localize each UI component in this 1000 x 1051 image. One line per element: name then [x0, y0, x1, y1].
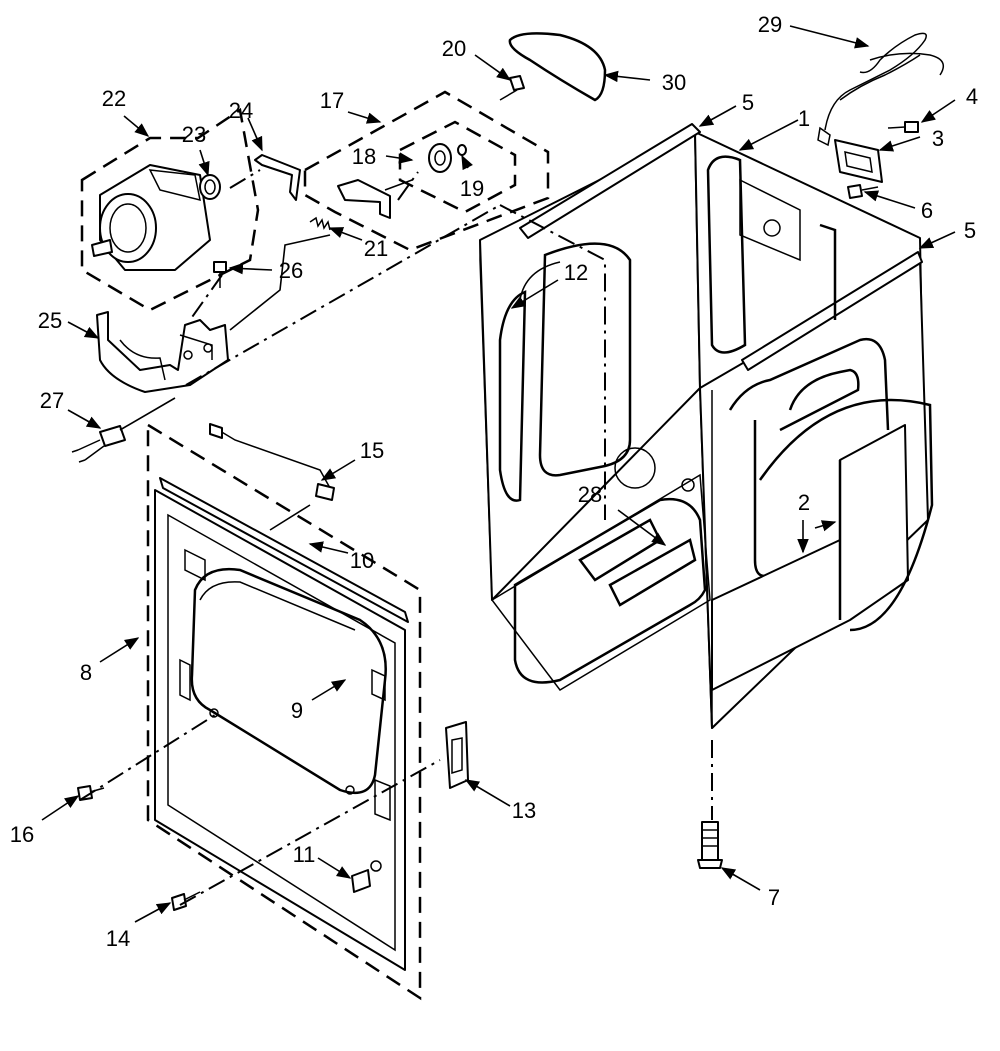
idler-bracket-part [337, 179, 413, 219]
callout-2: 2 [798, 490, 810, 515]
callout-7: 7 [768, 885, 780, 910]
switch-27-part [71, 425, 126, 463]
callout-27: 27 [40, 388, 64, 413]
leveling-leg-part [697, 821, 723, 869]
callout-12: 12 [564, 260, 588, 285]
front-panel-outline [146, 422, 422, 1001]
callout-19: 19 [460, 176, 484, 201]
callout-28: 28 [578, 482, 602, 507]
callout-29: 29 [758, 12, 782, 37]
drive-belt-part [508, 32, 607, 102]
callout-9: 9 [291, 698, 303, 723]
callout-1: 1 [798, 106, 810, 131]
leader-arrows [41, 25, 956, 923]
idler-assembly-outline [303, 90, 550, 252]
callout-3: 3 [932, 126, 944, 151]
callout-11: 11 [293, 842, 316, 867]
idler-pulley-part [428, 143, 452, 173]
callout-6: 6 [921, 198, 933, 223]
callout-4: 4 [966, 84, 978, 109]
callout-5b: 5 [964, 218, 976, 243]
cabinet-part [479, 123, 934, 729]
screw-26-part [213, 261, 227, 288]
callout-23: 23 [182, 122, 206, 147]
screw-14-part [171, 891, 201, 911]
callout-20: 20 [442, 36, 466, 61]
idler-sub-outline [398, 120, 517, 214]
power-cord-part [817, 32, 945, 147]
callout-5a: 5 [742, 90, 754, 115]
callout-25: 25 [38, 308, 62, 333]
callout-30: 30 [662, 70, 686, 95]
callout-18: 18 [352, 144, 376, 169]
callout-21: 21 [364, 236, 388, 261]
callout-10: 10 [350, 548, 374, 573]
top-seal-part [159, 477, 409, 623]
motor-pulley-part [199, 174, 221, 200]
harness-15-part [209, 423, 335, 501]
callout-8: 8 [80, 660, 92, 685]
callout-13: 13 [512, 798, 536, 823]
callout-14: 14 [106, 926, 130, 951]
callout-15: 15 [360, 438, 384, 463]
motor-part [91, 164, 211, 271]
spring-21-part [309, 216, 331, 231]
terminal-block-cover-part [834, 139, 883, 183]
front-panel-part [154, 489, 406, 971]
callout-17: 17 [320, 88, 344, 113]
screw-16-part [77, 785, 105, 801]
screw-6-part [847, 184, 879, 199]
motor-mount-part [96, 311, 229, 393]
alignment-lines [79, 169, 713, 906]
callout-26: 26 [279, 258, 303, 283]
screw-20-part [499, 75, 525, 101]
button-11-part [351, 860, 382, 893]
callout-16: 16 [10, 822, 34, 847]
screw-4-part [887, 121, 919, 133]
callout-22: 22 [102, 86, 126, 111]
washer-19-part [457, 144, 467, 156]
switch-13-part [445, 721, 469, 789]
motor-strap-part [254, 154, 301, 201]
callout-24: 24 [229, 98, 253, 123]
motor-assembly-outline [80, 107, 260, 312]
